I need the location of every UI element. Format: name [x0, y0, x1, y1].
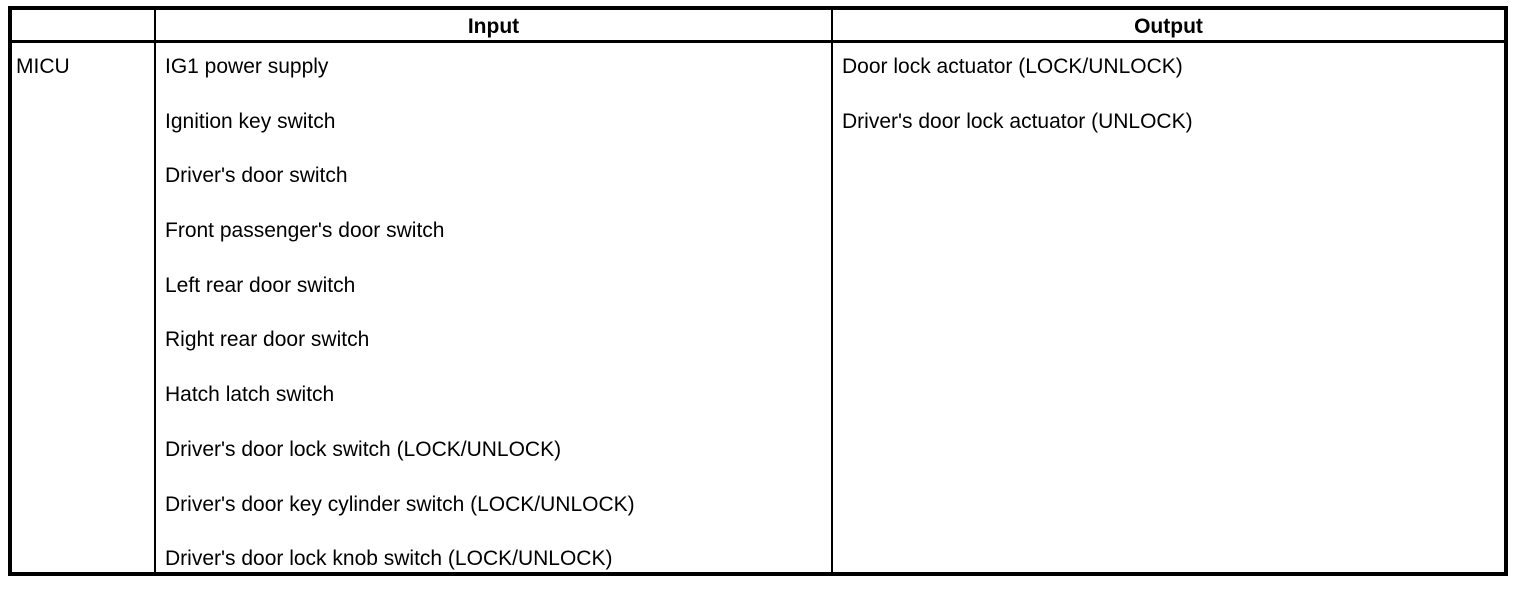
list-item: Driver's door lock actuator (UNLOCK): [842, 109, 1193, 133]
list-item: IG1 power supply: [165, 55, 329, 78]
list-item: Door lock actuator (LOCK/UNLOCK): [842, 55, 1183, 78]
list-item: Driver's door lock switch (LOCK/UNLOCK): [165, 437, 562, 461]
list-item: Driver's door switch: [165, 164, 348, 188]
column-header-input: Input: [154, 10, 831, 43]
module-name-label: MICU: [16, 55, 70, 78]
list-item: Ignition key switch: [165, 109, 336, 133]
column-header-output: Output: [831, 10, 1504, 43]
list-item: Right rear door switch: [165, 328, 370, 352]
input-signal-list: IG1 power supply Ignition key switch Dri…: [165, 53, 831, 600]
list-item: Left rear door switch: [165, 273, 356, 297]
list-item: Front passenger's door switch: [165, 219, 445, 243]
input-output-table: Input Output MICU IG1 power supply Ignit…: [8, 6, 1508, 576]
cell-output: Door lock actuator (LOCK/UNLOCK) Driver'…: [831, 43, 1504, 572]
table-row: MICU IG1 power supply Ignition key switc…: [12, 43, 1504, 572]
cell-module: MICU: [12, 43, 154, 572]
list-item: Hatch latch switch: [165, 383, 335, 407]
output-signal-list: Door lock actuator (LOCK/UNLOCK) Driver'…: [842, 53, 1504, 162]
cell-input: IG1 power supply Ignition key switch Dri…: [154, 43, 831, 572]
table-grid: Input Output MICU IG1 power supply Ignit…: [12, 10, 1504, 572]
column-header-module: [12, 10, 154, 43]
list-item: Driver's door lock knob switch (LOCK/UNL…: [165, 547, 613, 571]
table-header-row: Input Output: [12, 10, 1504, 43]
list-item: Driver's door key cylinder switch (LOCK/…: [165, 492, 635, 516]
